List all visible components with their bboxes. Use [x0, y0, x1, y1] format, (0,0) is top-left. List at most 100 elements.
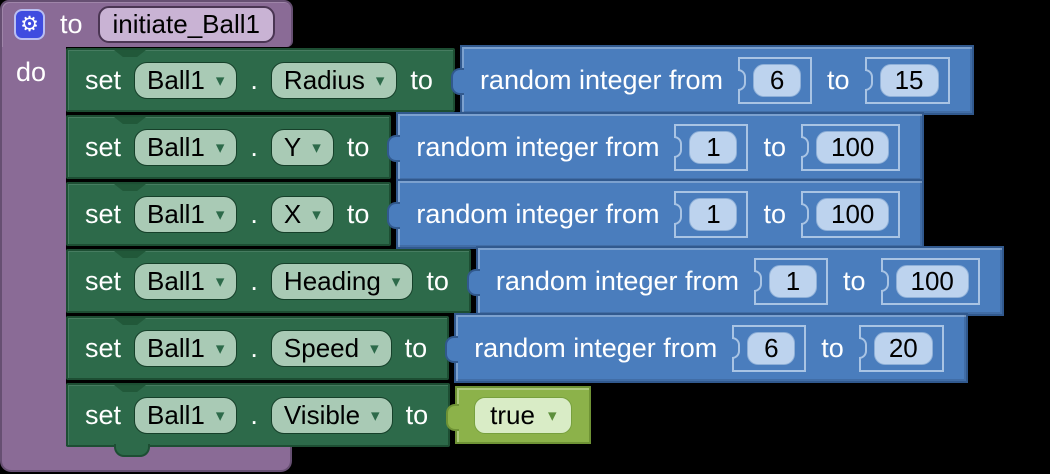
number-input[interactable]: 1	[689, 197, 738, 231]
logic-true-block[interactable]: true ▾	[446, 386, 592, 444]
random-integer-label: random integer from	[474, 332, 718, 363]
number-socket: 100	[800, 190, 901, 238]
mutator-gear-button[interactable]: ⚙	[14, 9, 45, 40]
dot-separator: .	[250, 64, 258, 95]
procedure-name-field[interactable]: initiate_Ball1	[97, 6, 275, 43]
set-label: set	[85, 399, 122, 430]
component-name: Ball1	[147, 399, 205, 430]
logic-value-dropdown[interactable]: true ▾	[474, 396, 573, 434]
number-socket: 6	[732, 324, 807, 372]
number-socket: 1	[674, 123, 749, 171]
random-integer-label: random integer from	[416, 131, 660, 162]
set-label: set	[85, 198, 122, 229]
chevron-down-icon: ▾	[215, 204, 225, 224]
procedure-block-spine[interactable]	[0, 45, 66, 448]
to-label: to	[405, 399, 429, 430]
number-input[interactable]: 6	[753, 63, 802, 97]
set-property-block[interactable]: set Ball1 ▾ . Y ▾ to	[66, 115, 392, 179]
set-label: set	[85, 64, 122, 95]
to-label: to	[346, 198, 370, 229]
property-dropdown[interactable]: Y ▾	[270, 128, 334, 166]
procedure-block-header[interactable]: ⚙ to initiate_Ball1	[0, 0, 293, 47]
random-integer-label: random integer from	[495, 265, 739, 296]
set-property-block[interactable]: set Ball1 ▾ . Speed ▾ to	[66, 316, 450, 380]
number-input[interactable]: 6	[747, 331, 796, 365]
property-name: Visible	[283, 399, 361, 430]
to-label: to	[346, 131, 370, 162]
random-integer-block[interactable]: random integer from 1 to 100	[387, 112, 925, 182]
statement-row: set Ball1 ▾ . Speed ▾ to random integer …	[66, 313, 1004, 383]
chevron-down-icon: ▾	[371, 405, 380, 425]
to-label: to	[763, 198, 786, 229]
chevron-down-icon: ▾	[215, 271, 225, 291]
property-dropdown[interactable]: X ▾	[270, 195, 334, 233]
component-dropdown[interactable]: Ball1 ▾	[134, 262, 238, 300]
component-name: Ball1	[147, 131, 205, 162]
to-label: to	[821, 332, 844, 363]
property-name: X	[283, 198, 302, 229]
property-dropdown[interactable]: Heading ▾	[270, 262, 414, 300]
gear-icon: ⚙	[20, 13, 39, 36]
chevron-down-icon: ▾	[215, 70, 225, 90]
random-integer-label: random integer from	[479, 64, 724, 95]
set-label: set	[85, 265, 122, 296]
number-socket: 6	[738, 56, 813, 104]
do-label: do	[16, 57, 47, 87]
to-label: to	[410, 64, 433, 95]
logic-value: true	[490, 399, 535, 430]
random-integer-label: random integer from	[416, 198, 660, 229]
component-name: Ball1	[147, 265, 205, 296]
number-socket: 1	[753, 257, 828, 305]
random-integer-block[interactable]: random integer from 6 to 20	[445, 313, 968, 383]
component-name: Ball1	[147, 64, 205, 95]
set-property-block[interactable]: set Ball1 ▾ . Heading ▾ to	[66, 249, 471, 313]
property-name: Speed	[283, 332, 360, 363]
dot-separator: .	[250, 198, 258, 229]
property-name: Heading	[283, 265, 381, 296]
statement-stack: set Ball1 ▾ . Radius ▾ to random integer…	[66, 45, 1004, 457]
number-socket: 1	[674, 190, 749, 238]
property-dropdown[interactable]: Radius ▾	[270, 61, 398, 99]
statement-row: set Ball1 ▾ . Y ▾ to random integer from…	[66, 112, 1004, 182]
random-integer-block[interactable]: random integer from 6 to 15	[450, 45, 974, 115]
component-name: Ball1	[147, 332, 205, 363]
number-socket: 100	[880, 257, 980, 305]
statement-row: set Ball1 ▾ . Visible ▾ to true ▾	[66, 383, 1004, 457]
dot-separator: .	[250, 131, 258, 162]
number-input[interactable]: 20	[873, 331, 933, 365]
random-integer-block[interactable]: random integer from 1 to 100	[387, 179, 925, 249]
component-dropdown[interactable]: Ball1 ▾	[134, 396, 238, 434]
component-dropdown[interactable]: Ball1 ▾	[134, 61, 238, 99]
property-name: Radius	[283, 64, 365, 95]
number-input[interactable]: 100	[895, 264, 969, 298]
chevron-down-icon: ▾	[215, 405, 225, 425]
property-name: Y	[283, 131, 302, 162]
to-label: to	[426, 265, 449, 296]
component-dropdown[interactable]: Ball1 ▾	[134, 195, 238, 233]
component-dropdown[interactable]: Ball1 ▾	[134, 329, 238, 367]
chevron-down-icon: ▾	[375, 70, 385, 90]
dot-separator: .	[250, 265, 258, 296]
number-socket: 15	[864, 56, 950, 104]
chevron-down-icon: ▾	[547, 405, 557, 425]
number-socket: 100	[800, 123, 901, 171]
set-property-block[interactable]: set Ball1 ▾ . Visible ▾ to	[66, 383, 451, 457]
number-input[interactable]: 1	[689, 130, 738, 164]
chevron-down-icon: ▾	[215, 137, 225, 157]
to-label: to	[827, 64, 850, 95]
set-property-block[interactable]: set Ball1 ▾ . X ▾ to	[66, 182, 392, 246]
random-integer-block[interactable]: random integer from 1 to 100	[466, 246, 1004, 316]
set-property-block[interactable]: set Ball1 ▾ . Radius ▾ to	[66, 48, 455, 112]
component-name: Ball1	[147, 198, 205, 229]
dot-separator: .	[250, 332, 258, 363]
number-input[interactable]: 100	[815, 130, 890, 164]
number-input[interactable]: 1	[768, 264, 817, 298]
dot-separator: .	[250, 399, 258, 430]
number-input[interactable]: 15	[879, 63, 939, 97]
chevron-down-icon: ▾	[312, 204, 321, 224]
property-dropdown[interactable]: Speed ▾	[270, 329, 392, 367]
property-dropdown[interactable]: Visible ▾	[270, 396, 393, 434]
number-input[interactable]: 100	[815, 197, 890, 231]
component-dropdown[interactable]: Ball1 ▾	[134, 128, 238, 166]
